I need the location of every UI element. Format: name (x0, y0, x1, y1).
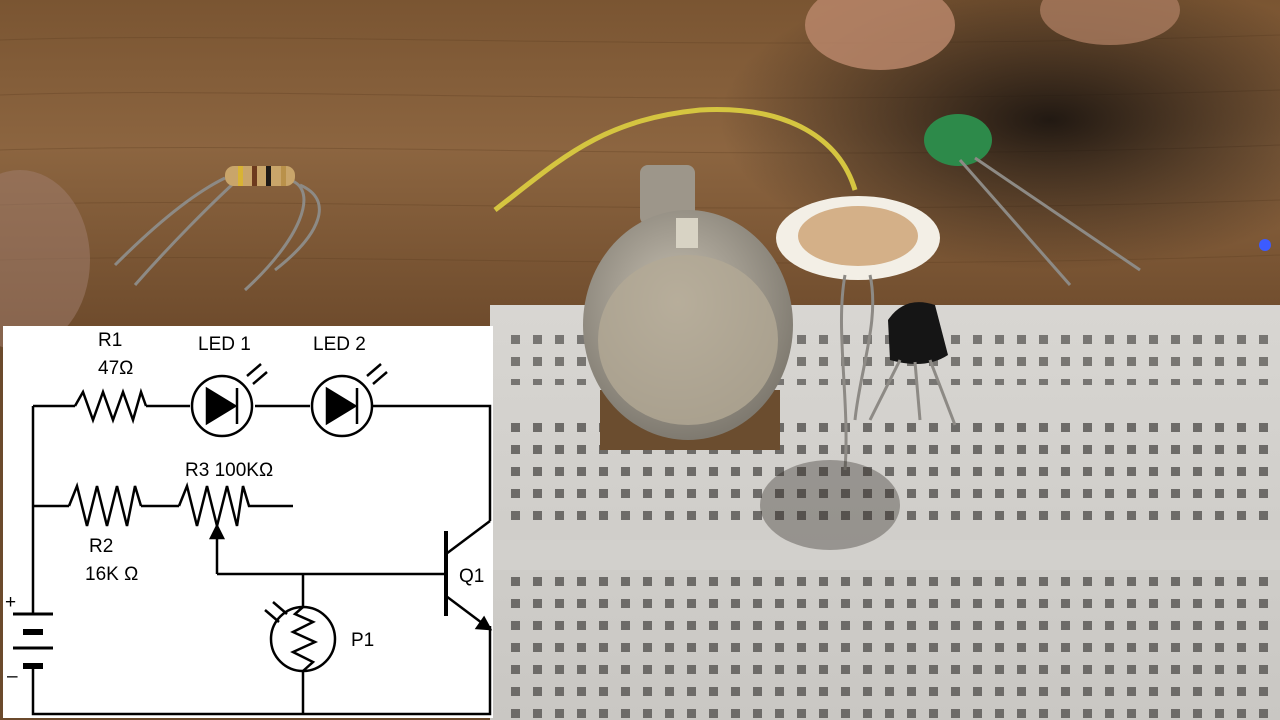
r2-value: 16K Ω (85, 564, 138, 585)
photoresistor (776, 196, 940, 471)
loose-resistor (113, 166, 321, 292)
photoresistor-p1-symbol (264, 601, 337, 673)
r1-value: 47Ω (98, 358, 133, 379)
p1-label: P1 (351, 630, 374, 651)
battery-minus-label: – (7, 666, 18, 687)
r1-label: R1 (98, 330, 122, 351)
potentiometer-r3 (177, 481, 293, 527)
yellow-wire (493, 107, 858, 212)
finger (805, 0, 955, 70)
led-1-symbol (190, 363, 268, 438)
finger (1040, 0, 1180, 45)
resistor-r2 (67, 481, 143, 527)
wiper-arrowhead (208, 523, 226, 540)
circuit-schematic: R1 47Ω LED 1 LED 2 R3 100KΩ R2 16K Ω Q1 … (3, 326, 493, 718)
battery-symbol (13, 612, 53, 669)
component-shadow (760, 460, 900, 550)
led-2-label: LED 2 (313, 334, 366, 355)
green-led (924, 114, 1271, 286)
blurred-finger-left (0, 170, 90, 350)
transistor-q1-symbol (444, 520, 493, 631)
potentiometer (583, 165, 793, 450)
breadboard-rows-lower (500, 575, 1280, 720)
r3-label: R3 100KΩ (185, 460, 273, 481)
q1-label: Q1 (459, 566, 484, 587)
led-1-label: LED 1 (198, 334, 251, 355)
wire-left-bottom (31, 626, 492, 716)
wire-top (373, 404, 492, 521)
battery-plus-label: + (5, 592, 16, 613)
transistor (868, 302, 957, 426)
resistor-r1 (73, 387, 148, 425)
r2-label: R2 (89, 536, 113, 557)
breadboard-channel (490, 540, 1280, 570)
led-2-symbol (310, 363, 388, 438)
